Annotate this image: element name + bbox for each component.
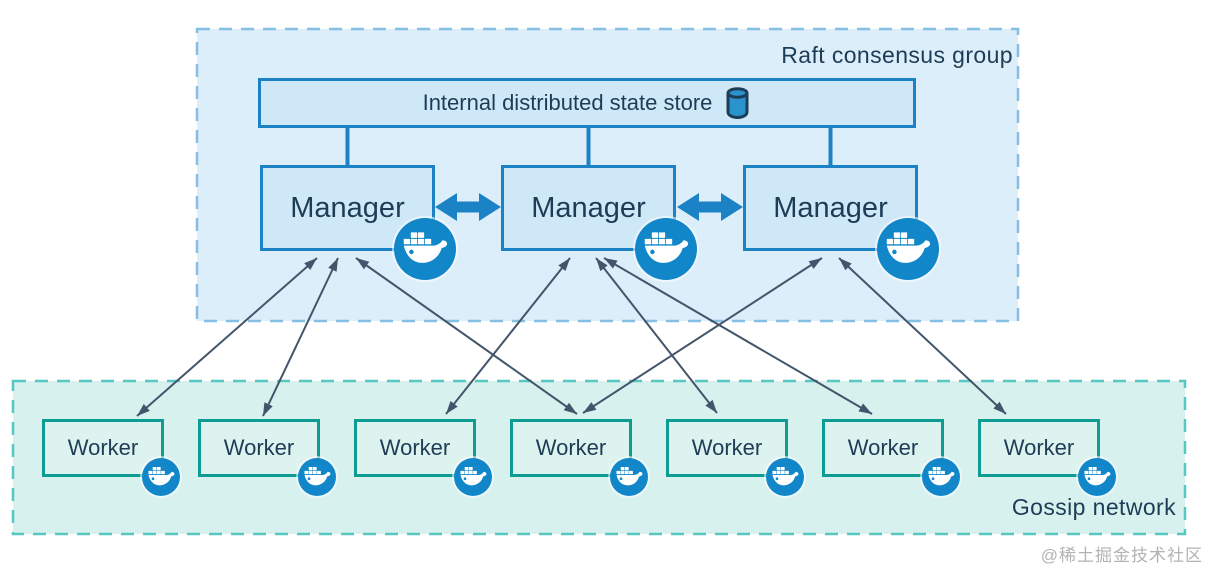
manager-node-2: Manager — [501, 165, 697, 280]
watermark: @稀土掘金技术社区 — [1040, 546, 1203, 565]
database-icon — [726, 87, 749, 119]
worker-label: Worker — [379, 435, 451, 460]
worker-label: Worker — [223, 435, 295, 460]
worker-node-1: Worker — [42, 419, 180, 496]
worker-node-4: Worker — [510, 419, 648, 496]
worker-label: Worker — [847, 435, 919, 460]
docker-whale-icon — [610, 458, 648, 496]
state-store-node: Internal distributed state store — [258, 78, 916, 128]
worker-label: Worker — [1003, 435, 1075, 460]
manager-sync-double-arrow — [435, 193, 743, 221]
worker-node-3: Worker — [354, 419, 492, 496]
docker-whale-icon — [142, 458, 180, 496]
manager-label: Manager — [290, 191, 405, 224]
docker-whale-icon — [766, 458, 804, 496]
manager-label: Manager — [773, 191, 888, 224]
worker-label: Worker — [691, 435, 763, 460]
worker-node-5: Worker — [666, 419, 804, 496]
docker-whale-icon — [298, 458, 336, 496]
manager-label: Manager — [531, 191, 646, 224]
docker-whale-icon — [922, 458, 960, 496]
worker-label: Worker — [535, 435, 607, 460]
worker-node-6: Worker — [822, 419, 960, 496]
worker-node-7: Worker — [978, 419, 1116, 496]
state-store-connector-lines — [345, 126, 833, 170]
gossip-network-label: Gossip network — [1011, 494, 1176, 520]
manager-worker-arrows — [136, 257, 1007, 417]
manager-node-3: Manager — [743, 165, 939, 280]
raft-group-label: Raft consensus group — [781, 42, 1013, 68]
docker-whale-icon — [394, 218, 456, 280]
docker-whale-icon — [1078, 458, 1116, 496]
worker-node-2: Worker — [198, 419, 336, 496]
docker-whale-icon — [454, 458, 492, 496]
manager-node-1: Manager — [260, 165, 456, 280]
docker-whale-icon — [877, 218, 939, 280]
worker-label: Worker — [67, 435, 139, 460]
state-store-label: Internal distributed state store — [422, 90, 713, 115]
docker-whale-icon — [635, 218, 697, 280]
